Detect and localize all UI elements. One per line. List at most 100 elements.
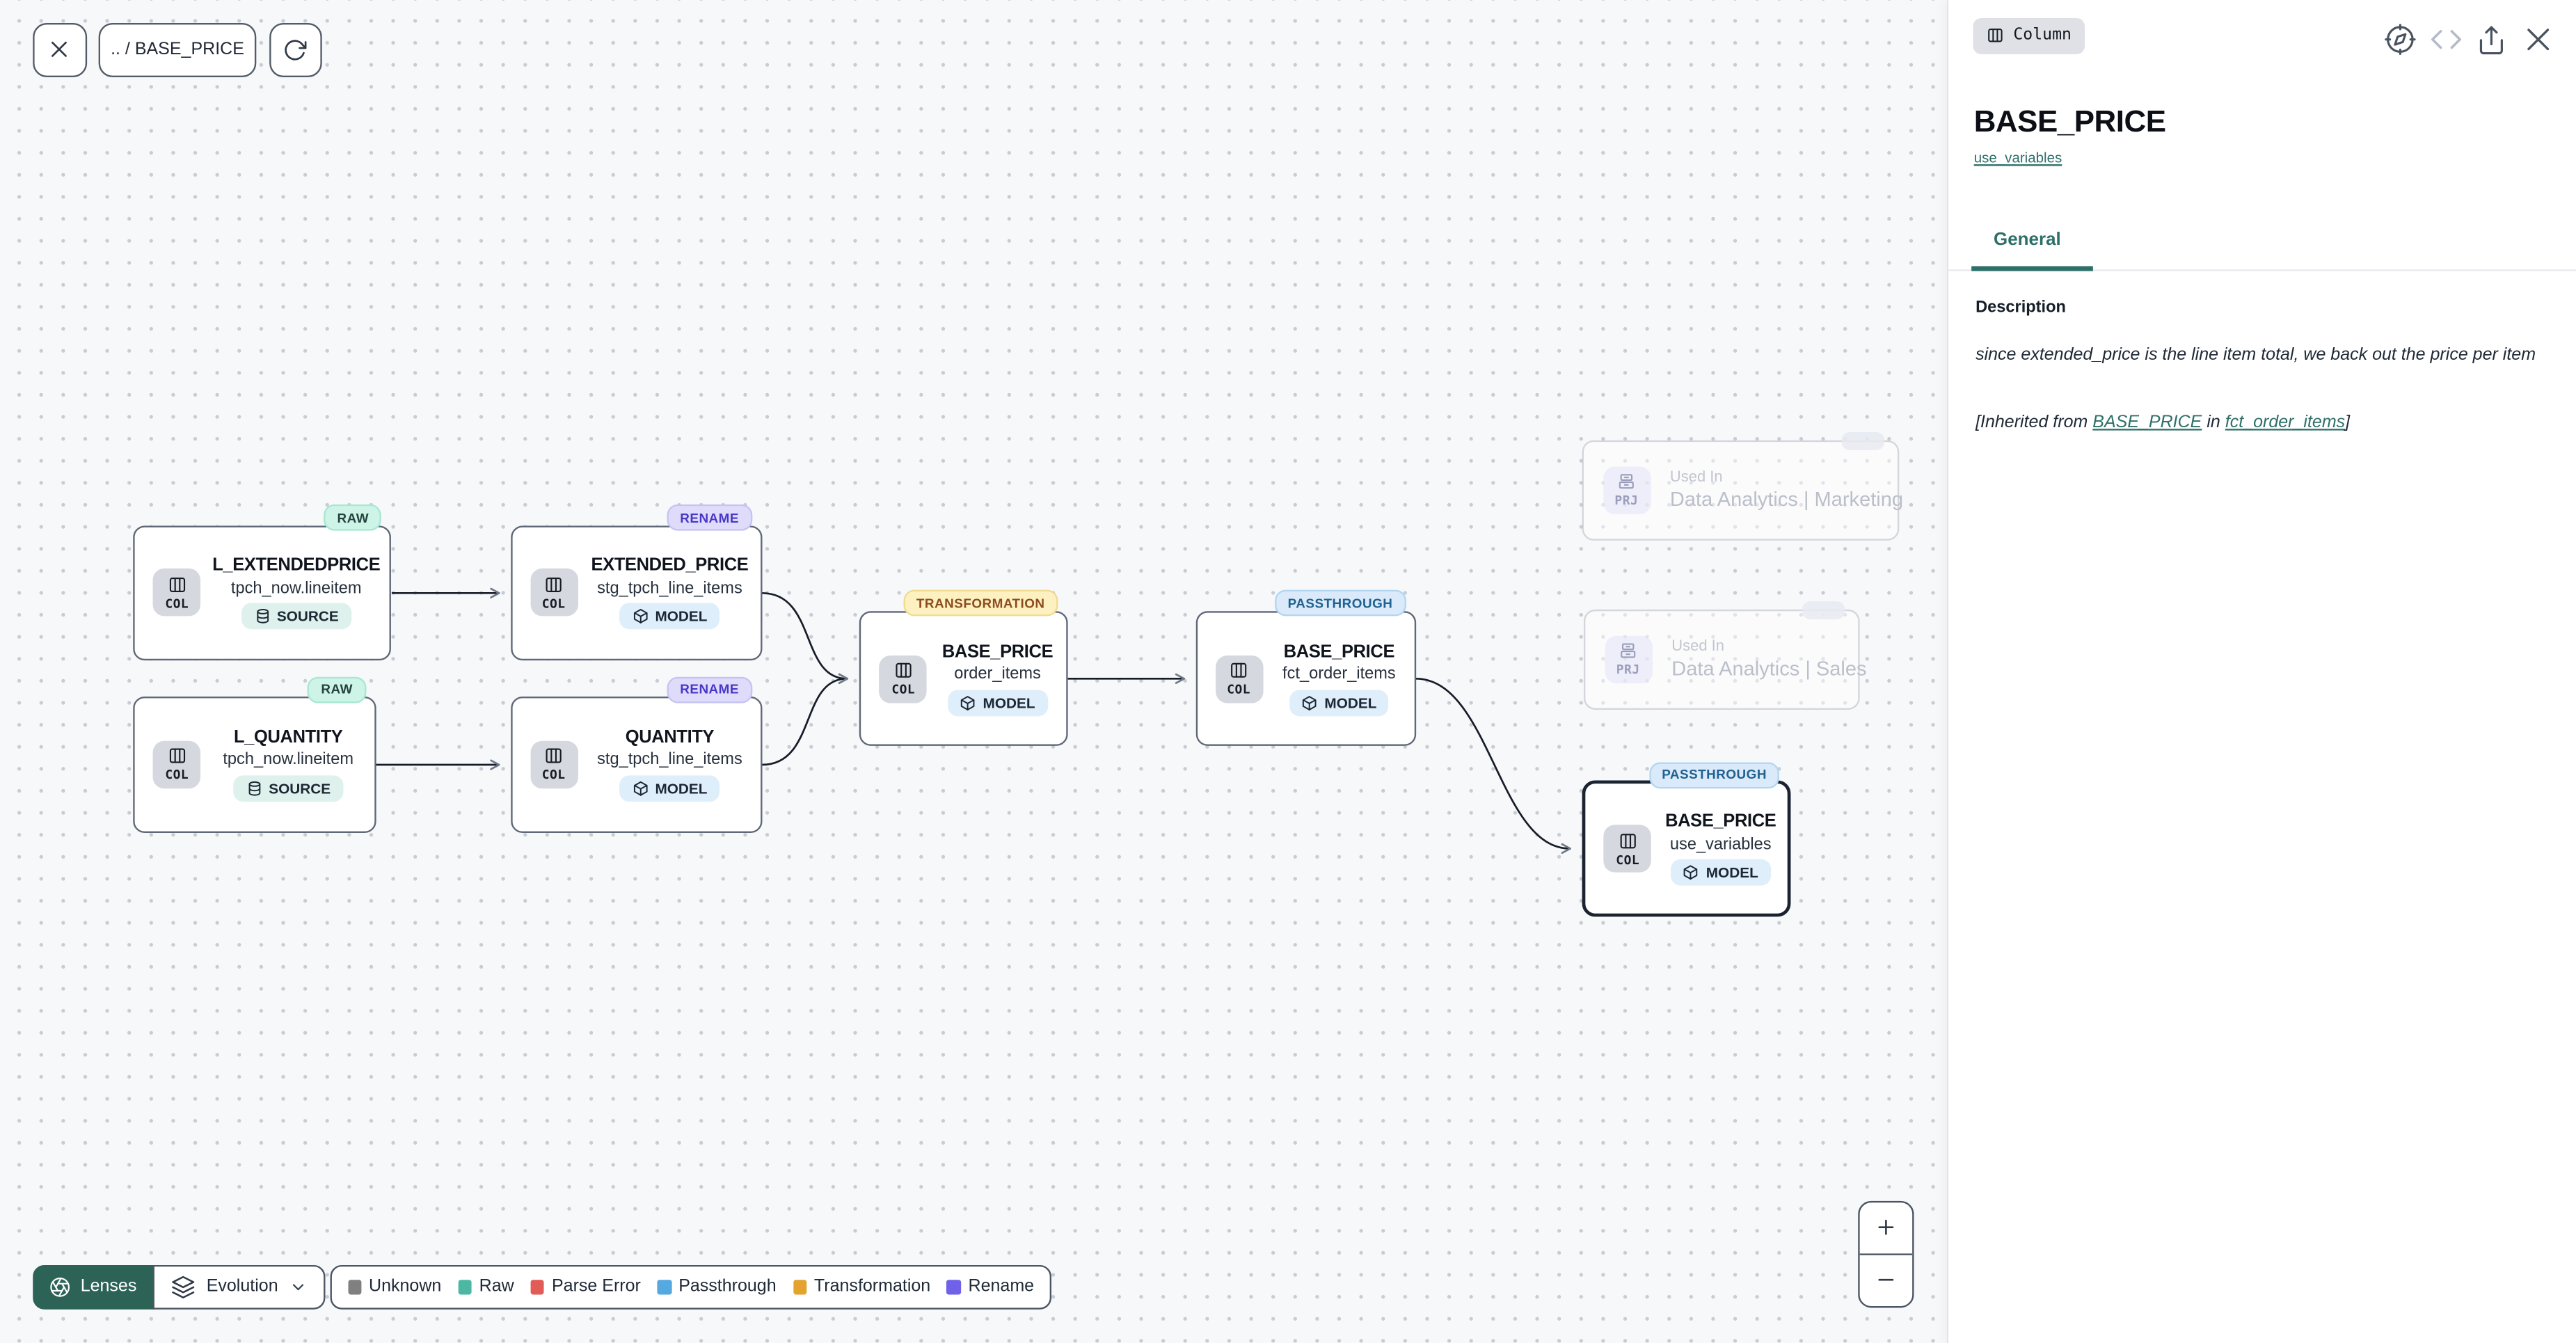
used-in-label: Used In bbox=[1671, 637, 1724, 655]
column-kind-box: COL bbox=[1214, 655, 1263, 703]
node-body: L_EXTENDEDPRICE tpch_now.lineitem SOURCE bbox=[212, 556, 390, 630]
refresh-icon bbox=[283, 38, 308, 62]
model-cube-icon bbox=[1301, 694, 1318, 711]
close-panel-button[interactable] bbox=[2520, 22, 2555, 57]
entity-type-badge: Column bbox=[1972, 17, 2085, 54]
close-icon bbox=[2521, 23, 2554, 56]
used-in-node-marketing[interactable]: PRJ Used In Data Analytics | Marketing bbox=[1581, 432, 1903, 540]
edge bbox=[1415, 677, 1571, 855]
node-title: QUANTITY bbox=[625, 727, 715, 748]
kind-label: PRJ bbox=[1614, 493, 1639, 509]
graph-node-l-extendedprice[interactable]: RAW COL L_EXTENDEDPRICE tpch_now.lineite… bbox=[133, 504, 392, 661]
type-label: MODEL bbox=[655, 780, 708, 797]
legend-swatch bbox=[457, 1280, 472, 1294]
view-code-button[interactable] bbox=[2428, 22, 2463, 57]
explore-compass-button[interactable] bbox=[2382, 22, 2417, 57]
tab-divider bbox=[1947, 269, 2576, 271]
used-in-title: Data Analytics | Marketing bbox=[1669, 488, 1904, 511]
columns-icon bbox=[167, 747, 186, 766]
model-link[interactable]: use_variables bbox=[1973, 149, 2062, 166]
close-icon bbox=[48, 38, 71, 61]
compass-icon bbox=[2383, 23, 2416, 56]
legend-swatch bbox=[657, 1280, 671, 1294]
type-label: SOURCE bbox=[269, 780, 331, 797]
legend-swatch bbox=[793, 1280, 807, 1294]
close-lineage-button[interactable] bbox=[32, 23, 88, 77]
legend-item-rename: Rename bbox=[946, 1277, 1034, 1297]
model-cube-icon bbox=[632, 780, 649, 797]
kind-label: COL bbox=[165, 768, 189, 783]
details-panel: Column BASE_PRICE use_variables General … bbox=[1946, 0, 2576, 1343]
lineage-canvas[interactable]: .. / BASE_PRICE RAW COL L_EXTENDEDPRICE … bbox=[0, 0, 1946, 1343]
type-badge: MODEL bbox=[947, 689, 1048, 716]
columns-icon bbox=[543, 575, 563, 594]
inherited-suffix: ] bbox=[2345, 411, 2351, 431]
node-body: BASE_PRICE fct_order_items MODEL bbox=[1278, 642, 1414, 716]
node-body: L_QUANTITY tpch_now.lineitem SOURCE bbox=[216, 728, 374, 802]
legend-label: Raw bbox=[479, 1277, 514, 1297]
share-icon bbox=[2476, 24, 2507, 55]
type-badge: SOURCE bbox=[233, 775, 343, 802]
type-badge: MODEL bbox=[1670, 859, 1771, 886]
project-kind-box: PRJ bbox=[1604, 635, 1652, 683]
lenses-button[interactable]: Lenses bbox=[32, 1264, 154, 1309]
legend-label: Unknown bbox=[369, 1277, 442, 1297]
graph-node-base-price-use-variables-selected[interactable]: PASSTHROUGH COL BASE_PRICE use_variables… bbox=[1582, 761, 1792, 917]
lens-badge: RAW bbox=[308, 676, 366, 703]
node-title: L_EXTENDEDPRICE bbox=[212, 556, 381, 576]
graph-node-extended-price[interactable]: RENAME COL EXTENDED_PRICE stg_tpch_line_… bbox=[510, 504, 763, 661]
node-title: EXTENDED_PRICE bbox=[591, 556, 749, 576]
legend-label: Transformation bbox=[813, 1277, 931, 1297]
graph-node-quantity[interactable]: RENAME COL QUANTITY stg_tpch_line_items … bbox=[510, 676, 763, 833]
legend-swatch bbox=[946, 1280, 961, 1294]
kind-label: COL bbox=[541, 768, 566, 783]
layers-icon bbox=[170, 1275, 195, 1299]
type-badge: SOURCE bbox=[241, 603, 351, 630]
description-text: since extended_price is the line item to… bbox=[1975, 344, 2536, 365]
graph-node-base-price-fct-order-items[interactable]: PASSTHROUGH COL BASE_PRICE fct_order_ite… bbox=[1195, 590, 1416, 747]
type-label: SOURCE bbox=[276, 608, 339, 626]
column-kind-box: COL bbox=[1604, 825, 1652, 873]
share-button[interactable] bbox=[2474, 22, 2509, 57]
columns-icon bbox=[543, 747, 563, 766]
project-kind-box: PRJ bbox=[1603, 466, 1651, 514]
type-label: MODEL bbox=[655, 608, 708, 626]
lens-badge: RENAME bbox=[667, 504, 752, 532]
graph-node-base-price-order-items[interactable]: TRANSFORMATION COL BASE_PRICE order_item… bbox=[859, 590, 1068, 747]
tab-active-indicator bbox=[1970, 267, 2092, 271]
minus-icon bbox=[1874, 1269, 1897, 1292]
node-subtitle: order_items bbox=[954, 665, 1041, 684]
breadcrumb[interactable]: .. / BASE_PRICE bbox=[98, 23, 257, 77]
zoom-out-button[interactable] bbox=[1860, 1255, 1911, 1306]
tab-general[interactable]: General bbox=[1994, 229, 2061, 249]
type-badge: MODEL bbox=[1289, 689, 1390, 716]
column-kind-box: COL bbox=[530, 740, 578, 789]
lineage-edges bbox=[375, 587, 1571, 855]
panel-title: BASE_PRICE bbox=[1973, 103, 2166, 138]
kind-label: COL bbox=[541, 596, 566, 612]
inherited-model-link[interactable]: fct_order_items bbox=[2225, 411, 2346, 431]
used-in-label: Used In bbox=[1669, 468, 1723, 486]
columns-icon bbox=[167, 575, 186, 594]
node-subtitle: tpch_now.lineitem bbox=[230, 580, 362, 598]
legend-label: Passthrough bbox=[678, 1277, 777, 1297]
inherited-infix: in bbox=[2202, 411, 2225, 431]
plus-icon bbox=[1874, 1216, 1897, 1239]
type-badge: MODEL bbox=[619, 603, 720, 630]
lens-badge: TRANSFORMATION bbox=[903, 590, 1058, 617]
inherited-column-link[interactable]: BASE_PRICE bbox=[2092, 411, 2202, 431]
node-body: Used In Data Analytics | Marketing bbox=[1670, 468, 1903, 511]
refresh-button[interactable] bbox=[269, 23, 322, 77]
lens-mode-dropdown[interactable]: Evolution bbox=[152, 1264, 326, 1309]
description-heading: Description bbox=[1975, 299, 2066, 317]
code-icon bbox=[2429, 23, 2462, 56]
kind-label: COL bbox=[891, 682, 916, 697]
kind-label: PRJ bbox=[1616, 662, 1640, 678]
entity-type-label: Column bbox=[2013, 26, 2072, 45]
lens-mode-value: Evolution bbox=[206, 1277, 278, 1297]
used-in-node-sales[interactable]: PRJ Used In Data Analytics | Sales bbox=[1582, 601, 1867, 709]
legend-swatch bbox=[530, 1280, 545, 1294]
lens-badge: PASSTHROUGH bbox=[1274, 590, 1406, 617]
graph-node-l-quantity[interactable]: RAW COL L_QUANTITY tpch_now.lineitem SOU… bbox=[133, 676, 376, 833]
zoom-in-button[interactable] bbox=[1859, 1202, 1911, 1255]
